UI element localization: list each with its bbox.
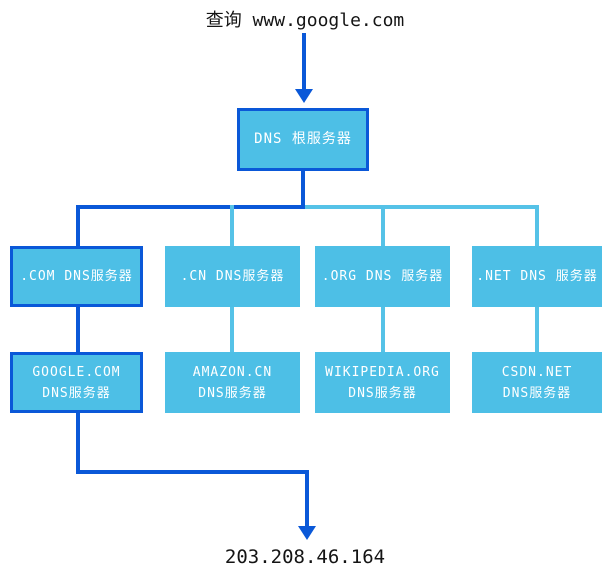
node-auth-wikipedia: WIKIPEDIA.ORG DNS服务器 xyxy=(315,352,450,413)
connector-answer-horizontal xyxy=(76,470,309,474)
node-label: .COM DNS服务器 xyxy=(20,269,133,284)
node-tld-net: .NET DNS 服务器 xyxy=(472,246,602,307)
node-auth-google: GOOGLE.COM DNS服务器 xyxy=(10,352,143,413)
connector-drop-cn xyxy=(230,205,234,246)
node-label-line2: DNS服务器 xyxy=(198,385,267,401)
node-label: .NET DNS 服务器 xyxy=(476,269,598,284)
connector-root-stub xyxy=(301,171,305,209)
resolved-ip-label: 203.208.46.164 xyxy=(224,546,386,568)
arrow-down-icon xyxy=(298,526,316,540)
connector-drop-net xyxy=(535,205,539,246)
connector-drop-org xyxy=(381,205,385,246)
connector-org-wikipedia xyxy=(381,307,385,352)
node-auth-csdn: CSDN.NET DNS服务器 xyxy=(472,352,602,413)
node-label-line1: AMAZON.CN xyxy=(192,364,273,380)
connector-answer-vertical1 xyxy=(76,413,80,472)
node-auth-amazon: AMAZON.CN DNS服务器 xyxy=(165,352,300,413)
connector-bus-left xyxy=(76,205,305,209)
node-label-line2: DNS服务器 xyxy=(348,385,417,401)
node-label: .ORG DNS 服务器 xyxy=(321,269,444,284)
node-tld-cn: .CN DNS服务器 xyxy=(165,246,300,307)
node-label-line2: DNS服务器 xyxy=(42,385,111,401)
node-label-line1: WIKIPEDIA.ORG xyxy=(325,364,440,380)
node-tld-org: .ORG DNS 服务器 xyxy=(315,246,450,307)
connector-cn-amazon xyxy=(230,307,234,352)
node-label-line1: GOOGLE.COM xyxy=(32,364,121,380)
query-arrow-line xyxy=(302,33,306,90)
arrow-down-icon xyxy=(295,89,313,103)
connector-net-csdn xyxy=(535,307,539,352)
node-label: .CN DNS服务器 xyxy=(180,269,285,284)
query-label: 查询 www.google.com xyxy=(205,10,405,31)
connector-com-google xyxy=(76,307,80,352)
node-label-line2: DNS服务器 xyxy=(502,385,572,401)
connector-bus-right xyxy=(305,205,539,209)
connector-answer-vertical2 xyxy=(305,470,309,526)
node-label: DNS 根服务器 xyxy=(254,131,352,147)
node-label-line1: CSDN.NET xyxy=(501,364,573,380)
node-dns-root: DNS 根服务器 xyxy=(237,108,369,171)
node-tld-com: .COM DNS服务器 xyxy=(10,246,143,307)
connector-drop-com xyxy=(76,205,80,246)
